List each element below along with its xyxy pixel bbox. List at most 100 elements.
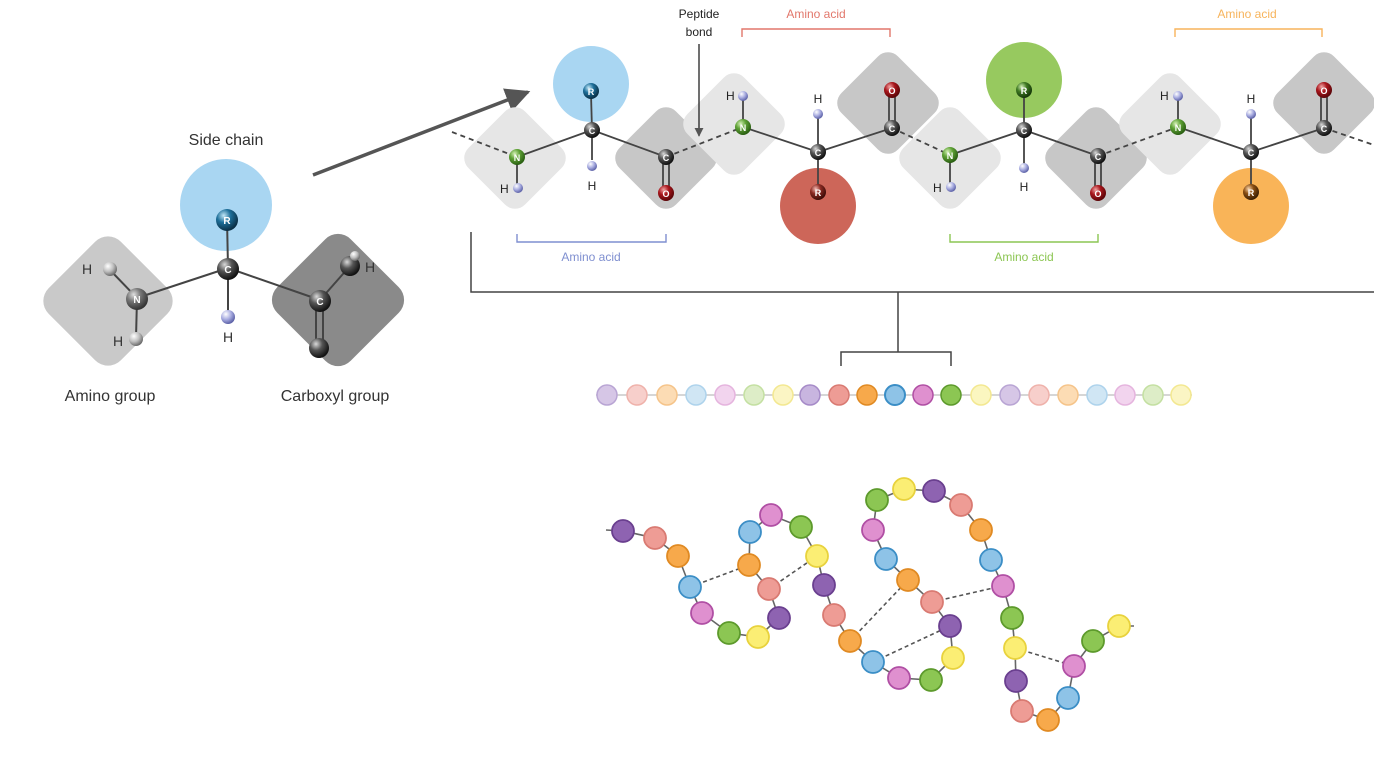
n-atom-4-label: N: [1175, 123, 1182, 133]
c-atom-1: [584, 122, 600, 138]
bead-9: [828, 384, 850, 406]
primary-structure-strand: [596, 384, 1192, 406]
bead-21: [1170, 384, 1192, 406]
fold-bead-11: [738, 520, 762, 544]
r-atom-2: [810, 184, 826, 200]
o-atom-3-label: O: [1094, 189, 1101, 199]
c-atom-3: [1016, 122, 1032, 138]
bead-5: [714, 384, 736, 406]
nitrogen-atom: [126, 288, 148, 310]
peptide-bond-label-2: bond: [686, 25, 713, 39]
fold-bead-24: [896, 568, 920, 592]
c-atom-1b: [658, 149, 674, 165]
alpha-carbon-label: C: [224, 265, 231, 276]
c-atom-1-label: C: [589, 126, 596, 136]
hbond-3: [849, 579, 909, 642]
fold-bead-6: [717, 621, 741, 645]
fold-bead-29: [922, 479, 946, 503]
hbond-5: [931, 585, 1003, 603]
h-atom-1b-label: H: [588, 179, 597, 193]
fold-bead-23: [920, 590, 944, 614]
r-atom-3-label: R: [1021, 86, 1028, 96]
c-atom-2b-label: C: [889, 124, 896, 134]
bead-18: [1086, 384, 1108, 406]
bead-19: [1114, 384, 1136, 406]
bead-2: [626, 384, 648, 406]
n-atom-3-label: N: [947, 151, 954, 161]
n-atom-1: [509, 149, 525, 165]
o-atom-2: [884, 82, 900, 98]
fold-bead-15: [812, 573, 836, 597]
r-atom-4: [1243, 184, 1259, 200]
carboxyl-diamond-2: [837, 52, 939, 154]
fold-bead-9: [757, 577, 781, 601]
r-group-atom-label: R: [223, 216, 231, 227]
side-chain-label: Side chain: [189, 132, 264, 149]
fold-bead-31: [969, 518, 993, 542]
amino-acid-label-red: Amino acid: [786, 7, 845, 21]
h-atom-2a-label: H: [726, 89, 735, 103]
side-chain-blob-red: [780, 168, 856, 244]
r-atom-3: [1016, 82, 1032, 98]
bead-15: [999, 384, 1021, 406]
chain-grouping-bracket: [470, 232, 1374, 366]
bead-10: [856, 384, 878, 406]
bead-14: [970, 384, 992, 406]
fold-bead-37: [1010, 699, 1034, 723]
o-atom-4: [1316, 82, 1332, 98]
amino-group-diamond: [43, 236, 173, 366]
n-atom-2-label: N: [740, 123, 747, 133]
fold-bead-1: [611, 519, 635, 543]
h-atom-4a-label: H: [1160, 89, 1169, 103]
c-atom-3b-label: C: [1095, 152, 1102, 162]
fold-bead-36: [1004, 669, 1028, 693]
h-atom-4a: [1173, 91, 1183, 101]
h-atom-4b: [1246, 109, 1256, 119]
fold-bead-34: [1000, 606, 1024, 630]
bead-1: [596, 384, 618, 406]
fold-bead-13: [789, 515, 813, 539]
c-atom-1b-label: C: [663, 153, 670, 163]
amino-acid-label-orange: Amino acid: [1217, 7, 1276, 21]
h-atom-2b: [813, 109, 823, 119]
fold-bead-27: [865, 488, 889, 512]
amino-acid-label-blue: Amino acid: [561, 250, 620, 264]
amino-group-label: Amino group: [65, 388, 156, 405]
carboxyl-diamond-4: [1273, 52, 1374, 154]
peptide-bond-1: [665, 126, 744, 158]
amino-acid-bracket-orange: [1174, 28, 1323, 37]
fold-bead-39: [1056, 686, 1080, 710]
fold-bead-12: [759, 503, 783, 527]
fold-bead-4: [678, 575, 702, 599]
n-atom-3: [942, 147, 958, 163]
bead-8: [799, 384, 821, 406]
c-atom-2b: [884, 120, 900, 136]
fold-bead-26: [861, 518, 885, 542]
h-atom-3b: [1019, 163, 1029, 173]
fold-bead-33: [991, 574, 1015, 598]
fold-bead-10: [737, 553, 761, 577]
alpha-h-label: H: [223, 329, 233, 345]
zoom-arrow: [312, 88, 531, 177]
r-atom-4-label: R: [1248, 188, 1255, 198]
fold-bead-2: [643, 526, 667, 550]
c-atom-4b-label: C: [1321, 124, 1328, 134]
bead-13: [940, 384, 962, 406]
c-atom-2: [810, 144, 826, 160]
bead-17: [1057, 384, 1079, 406]
hydroxyl-h-label: H: [365, 259, 375, 275]
h-atom-3a: [946, 182, 956, 192]
amine-h-bottom-label: H: [113, 333, 123, 349]
fold-bead-7: [746, 625, 770, 649]
amine-hydrogen-top-atom: [103, 262, 117, 276]
c-atom-2-label: C: [815, 148, 822, 158]
peptide-bond-2: [891, 127, 951, 156]
bead-7: [772, 384, 794, 406]
fold-bead-25: [874, 547, 898, 571]
fold-bead-20: [919, 668, 943, 692]
amino-diamond-2: [683, 73, 785, 175]
amine-hydrogen-bottom-atom: [129, 332, 143, 346]
bead-6: [743, 384, 765, 406]
o-atom-1: [658, 185, 674, 201]
h-atom-1a-label: H: [500, 182, 509, 196]
